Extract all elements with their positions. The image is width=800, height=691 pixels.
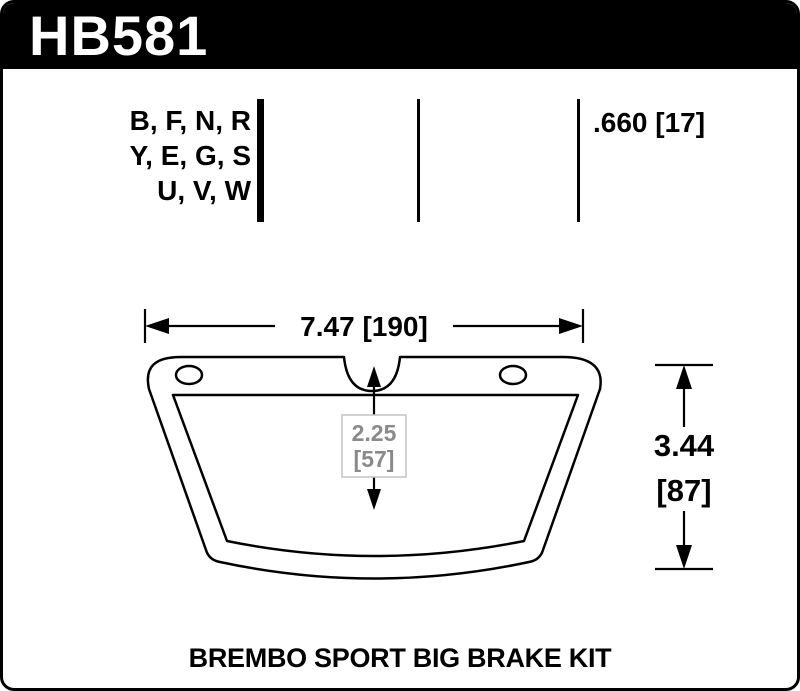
compound-codes: B, F, N, R Y, E, G, S U, V, W (109, 103, 251, 208)
height-dim-label-mm: [87] (656, 473, 711, 508)
right-ear-hole (498, 364, 528, 386)
divider-right (577, 99, 580, 222)
divider-thick (257, 99, 264, 222)
compound-codes-row1: B, F, N, R (129, 105, 251, 136)
divider-middle (417, 99, 420, 222)
arrowhead-up-icon (367, 366, 381, 387)
arrowhead-up-icon (676, 365, 692, 389)
product-caption: BREMBO SPORT BIG BRAKE KIT (188, 643, 612, 673)
center-dim-label-mm: [57] (354, 446, 395, 472)
width-dimension: 7.47 [190] (143, 309, 585, 343)
center-dimension: 2.25 [57] (341, 366, 407, 510)
pad-backing-plate-outline (146, 355, 602, 580)
compound-codes-row3: U, V, W (157, 175, 251, 206)
pad-friction-outline (171, 393, 580, 558)
width-dim-label: 7.47 [190] (300, 311, 428, 342)
arrowhead-down-icon (676, 545, 692, 569)
height-dimension: 3.44 [87] (654, 363, 715, 571)
part-number: HB581 (29, 4, 209, 67)
arrowhead-right-icon (559, 318, 583, 334)
center-dim-label-box (341, 414, 407, 478)
arrowhead-down-icon (367, 489, 381, 510)
left-ear-hole (174, 364, 204, 386)
arrowhead-left-icon (145, 318, 169, 334)
technical-drawing: 7.47 [190] 2.25 [57] 3.44 [87] (143, 309, 715, 580)
pad-thickness-value: .660 [17] (593, 107, 706, 138)
height-dim-label-in: 3.44 (654, 428, 715, 463)
header-bar: HB581 (3, 3, 797, 69)
brake-pad-outline (146, 355, 602, 580)
compound-codes-row2: Y, E, G, S (129, 140, 251, 171)
center-dim-label-in: 2.25 (352, 420, 397, 446)
